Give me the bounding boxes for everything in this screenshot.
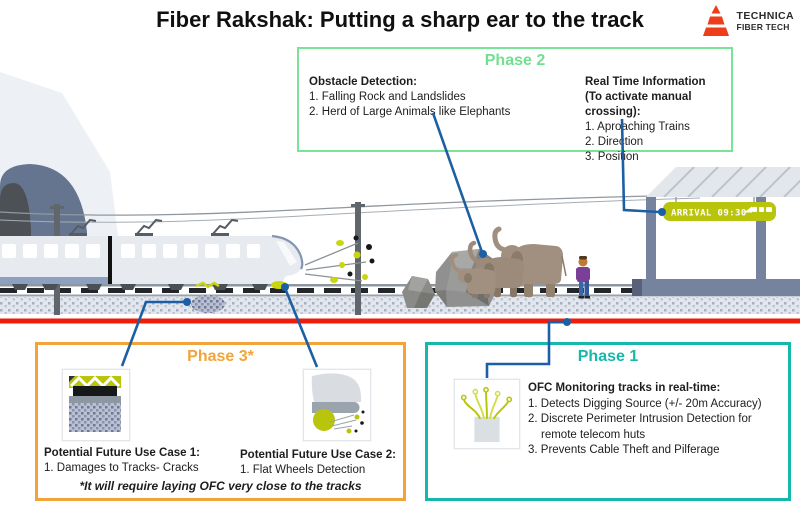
use-case-1-heading: Potential Future Use Case 1:: [44, 447, 200, 459]
ballast-gravel: [0, 297, 800, 314]
track-crack-damage: [191, 295, 225, 313]
elephant-small: [449, 253, 496, 298]
station-roof: [646, 167, 800, 197]
use-case-2-heading: Potential Future Use Case 2:: [240, 449, 396, 461]
realtime-info-list: Real Time Information (To activate manua…: [585, 75, 730, 165]
list-item: 1. Detects Digging Source (+/- 20m Accur…: [528, 397, 762, 410]
train-windows: [2, 244, 260, 258]
logo-name: TECHNICA: [736, 9, 794, 22]
phase2-title: Phase 2: [484, 52, 546, 69]
list-item: 2. Discrete Perimeter Intrusion Detectio…: [528, 413, 752, 441]
pyramid-logo-icon: [702, 5, 729, 36]
phase3-footnote: *It will require laying OFC very close t…: [79, 479, 362, 493]
obstacle-detection-heading: Obstacle Detection:: [309, 76, 417, 88]
logo-tagline: FIBER TECH: [736, 22, 790, 33]
flat-wheel-icon: [303, 369, 371, 441]
arrival-sign-text: ARRIVAL 09:30: [671, 209, 747, 219]
obstacle-detection-list: Obstacle Detection: 1. Falling Rock and …: [309, 75, 579, 120]
person: [576, 256, 590, 299]
list-item: 3. Prevents Cable Theft and Pilferage: [528, 444, 720, 456]
use-case-2: Potential Future Use Case 2: 1. Flat Whe…: [240, 448, 396, 478]
station-column: [756, 197, 766, 279]
company-logo: TECHNICA FIBER TECH: [701, 5, 794, 37]
station-platform: ARRIVAL 09:30: [632, 167, 800, 296]
rail-crack-mark: [195, 281, 220, 289]
train: [0, 218, 304, 290]
station-column: [646, 197, 656, 279]
list-item: 1. Aproaching Trains: [585, 121, 690, 133]
realtime-info-heading: Real Time Information: [585, 76, 706, 88]
ofc-cable-red-line: [0, 318, 800, 324]
use-case-1-item: 1. Damages to Tracks- Cracks: [44, 462, 199, 474]
pantograph: [69, 218, 239, 236]
train-icon: [744, 206, 772, 213]
ofc-monitoring-list: OFC Monitoring tracks in real-time: 1. D…: [528, 381, 788, 459]
railway-track: [0, 284, 800, 314]
arrival-sign: ARRIVAL 09:30: [663, 202, 776, 221]
elephant-herd: [449, 226, 567, 298]
track-damage-icon: [62, 369, 130, 441]
ofc-monitoring-heading: OFC Monitoring tracks in real-time:: [528, 382, 721, 394]
page-title: Fiber Rakshak: Putting a sharp ear to th…: [156, 7, 644, 32]
list-item: 2. Direction: [585, 136, 644, 148]
phase1-title: Phase 1: [577, 348, 639, 365]
list-item: 2. Herd of Large Animals like Elephants: [309, 106, 511, 118]
phase1-panel: Phase 1 OFC Monitoring tracks in real-ti…: [425, 342, 791, 501]
train-wheels: [12, 284, 268, 290]
platform-base: [632, 279, 800, 296]
phase3-title: Phase 3*: [187, 348, 254, 365]
list-item: 3. Position: [585, 151, 639, 163]
use-case-2-item: 1. Flat Wheels Detection: [240, 464, 366, 476]
use-case-1: Potential Future Use Case 1: 1. Damages …: [44, 446, 200, 476]
ofc-fiber-icon: [454, 379, 520, 449]
list-item: 1. Falling Rock and Landslides: [309, 91, 466, 103]
phase3-panel: Phase 3* Potential Future Use Case 1: 1.…: [35, 342, 406, 501]
phase2-panel: Phase 2 Obstacle Detection: 1. Falling R…: [297, 47, 733, 163]
realtime-info-subheading: (To activate manual crossing):: [585, 91, 692, 118]
